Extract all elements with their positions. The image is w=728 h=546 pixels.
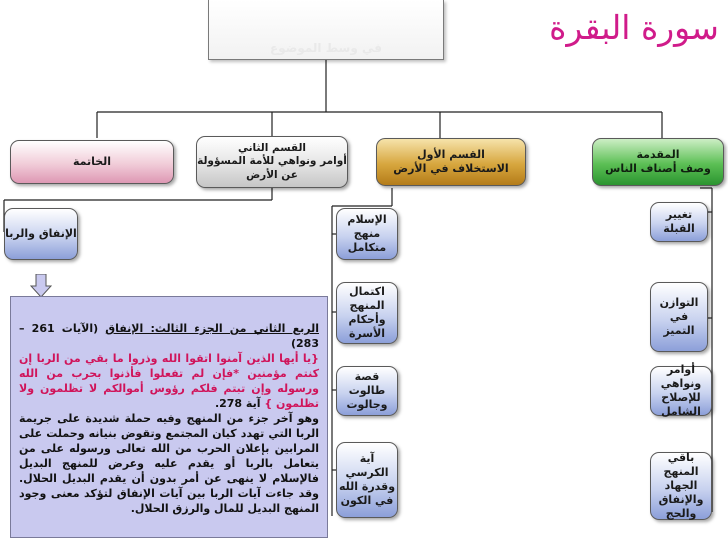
middle-item-3-line-1: قصة (354, 370, 380, 383)
section-second-line-3: عن الأرض (246, 168, 298, 181)
root-topic-box: في وسط الموضوع (208, 0, 444, 60)
middle-item-2-line-2: وأحكام الأسرة (348, 313, 386, 340)
detail-text-box: الربع الثاني من الجزء الثالث: الإنفاق (ا… (10, 296, 328, 538)
section-first-title: القسم الأول (417, 148, 485, 161)
middle-item-1-line-2: متكامل (347, 241, 387, 254)
right-item-4-line-3: والحج (665, 507, 697, 520)
right-item-2: التوازن في التميز (650, 282, 708, 352)
middle-item-1: الإسلام منهج متكامل (336, 208, 398, 260)
middle-item-1-line-1: الإسلام منهج (347, 213, 387, 240)
right-item-1: تغيير القبلة (650, 202, 708, 242)
middle-item-4-line-1: آية الكرسي (345, 452, 389, 479)
section-intro-title: المقدمة (636, 148, 680, 161)
section-ending-box: الخاتمة (10, 140, 174, 184)
right-item-3-line-2: للإصلاح الشامل (661, 391, 701, 418)
middle-item-4: آية الكرسي وقدرة الله في الكون (336, 442, 398, 518)
detail-quote-paragraph: {يا أيها الذين آمنوا اتقوا الله وذروا ما… (19, 351, 319, 411)
left-item-box: الإنفاق والربا (4, 208, 78, 260)
right-item-2-line-1: التوازن في (659, 296, 699, 323)
detail-heading: الربع الثاني من الجزء الثالث: الإنفاق (ا… (19, 321, 319, 351)
section-first-subtitle: الاستخلاف في الأرض (393, 162, 509, 175)
middle-item-4-line-2: وقدرة الله (338, 480, 396, 493)
middle-item-3-line-2: طالوت وجالوت (346, 384, 388, 411)
middle-item-2: اكتمال المنهج وأحكام الأسرة (336, 282, 398, 344)
middle-item-4-line-3: في الكون (340, 494, 394, 507)
detail-quote-ref: آية 278. (214, 397, 261, 410)
title-banner: سورة البقرة (540, 2, 728, 52)
right-item-4: باقي المنهج الجهاد والإنفاق والحج (650, 451, 712, 520)
section-intro-box: المقدمة وصف أصناف الناس (592, 138, 724, 186)
detail-body: وهو آخر جزء من المنهج وفيه حملة شديدة عل… (19, 412, 319, 515)
middle-item-3: قصة طالوت وجالوت (336, 366, 398, 416)
right-item-3: أوامر ونواهي للإصلاح الشامل (650, 363, 712, 418)
section-second-title: القسم الثاني (237, 141, 306, 154)
middle-item-2-line-1: اكتمال المنهج (349, 285, 385, 312)
right-item-2-line-2: التميز (663, 324, 695, 337)
down-arrow-icon (30, 274, 52, 298)
section-intro-subtitle: وصف أصناف الناس (605, 162, 711, 175)
right-item-1-label: تغيير القبلة (663, 208, 695, 235)
page-title: سورة البقرة (549, 7, 719, 47)
detail-heading-underlined: الربع الثاني من الجزء الثالث: الإنفاق (105, 322, 319, 335)
right-item-4-line-1: باقي المنهج (663, 451, 699, 478)
section-first-box: القسم الأول الاستخلاف في الأرض (376, 138, 526, 186)
section-ending-label: الخاتمة (72, 155, 112, 168)
detail-quote: {يا أيها الذين آمنوا اتقوا الله وذروا ما… (19, 352, 319, 410)
right-item-4-line-2: الجهاد والإنفاق (658, 479, 704, 506)
root-topic-label: في وسط الموضوع (270, 41, 382, 55)
section-second-line-2: أوامر ونواهي للأمة المسؤولة (197, 155, 347, 168)
right-item-3-line-1: أوامر ونواهي (660, 363, 702, 390)
section-second-box: القسم الثاني أوامر ونواهي للأمة المسؤولة… (196, 136, 348, 188)
left-item-label: الإنفاق والربا (5, 227, 77, 240)
detail-heading-verses: (الآيات 261 – 283) (19, 322, 319, 350)
